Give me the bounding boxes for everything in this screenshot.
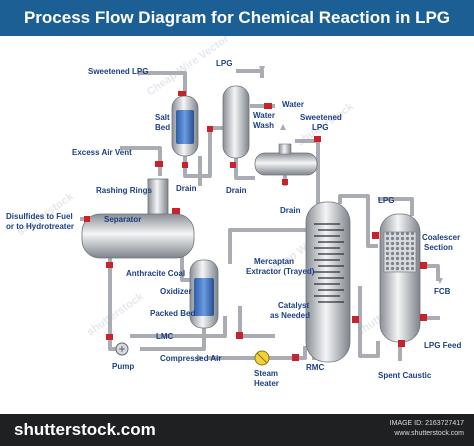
label-drain-1: Drain xyxy=(176,184,197,193)
pipe-compressed-air xyxy=(207,346,307,360)
pipe-salt-to-wash xyxy=(183,126,228,178)
label-anthracite-coal: Anthracite Coal xyxy=(126,269,185,278)
label-coalescer-2: Section xyxy=(424,243,453,252)
label-lpg-feed: LPG Feed xyxy=(424,341,461,350)
valve xyxy=(106,262,113,268)
pipe-sweetened-lpg xyxy=(140,71,187,96)
label-rmc: RMC xyxy=(306,363,324,372)
pipe-lpg-top xyxy=(236,69,264,78)
label-oxidizer: Oxidizer xyxy=(160,287,192,296)
salt-bed-vessel xyxy=(171,95,199,157)
valve xyxy=(282,179,288,185)
pipe-lmc xyxy=(130,316,227,338)
label-lmc: LMC xyxy=(156,332,174,341)
image-id: IMAGE ID: 2163727417 xyxy=(389,420,464,427)
label-disulfides-2: or to Hydrotreater xyxy=(6,222,74,231)
label-spent-caustic: Spent Caustic xyxy=(378,371,432,380)
label-water-wash-2: Wash xyxy=(253,121,274,130)
coalescer-vessel xyxy=(379,213,421,343)
label-salt: Salt xyxy=(155,113,170,122)
label-excess-air-vent: Excess Air Vent xyxy=(72,148,132,157)
label-water: Water xyxy=(282,100,304,109)
pump-symbol xyxy=(115,342,129,356)
label-sweetened-lpg-2b: LPG xyxy=(312,123,328,132)
valve xyxy=(182,162,188,168)
pipe-spent-caustic xyxy=(358,286,380,358)
separator-vessel xyxy=(81,178,195,259)
valve xyxy=(172,208,180,214)
valve xyxy=(352,316,359,323)
steam-heater-symbol xyxy=(254,350,270,366)
valve xyxy=(314,136,321,142)
label-steam-heater-2: Heater xyxy=(254,379,279,388)
water-wash-vessel xyxy=(222,85,250,159)
oxidizer-vessel xyxy=(189,259,219,329)
valves xyxy=(84,91,427,361)
pipe-lpg-right xyxy=(378,197,414,216)
pipe-wash-to-sweetened xyxy=(234,156,255,180)
image-meta: IMAGE ID: 2163727417 www.shutterstock.co… xyxy=(390,419,464,439)
label-sweetened-lpg: Sweetened LPG xyxy=(88,67,148,76)
label-fcb: FCB xyxy=(434,287,451,296)
label-catalyst-1: Catalyst xyxy=(278,301,309,310)
label-disulfides-1: Disulfides to Fuel xyxy=(6,212,73,221)
pipe-sweetened-lpg-link xyxy=(295,139,320,212)
valve xyxy=(178,91,186,96)
page-title: Process Flow Diagram for Chemical Reacti… xyxy=(0,0,474,36)
pipe-oxidizer-to-extractor xyxy=(228,228,322,264)
valve xyxy=(372,232,379,239)
extractor-trays xyxy=(314,223,344,303)
valve xyxy=(398,340,405,347)
mercaptan-extractor-column xyxy=(305,201,351,363)
label-mercaptan-1: Mercaptan xyxy=(254,257,294,266)
watermark-text: shutterstock xyxy=(85,290,147,338)
shutterstock-logo: shutterstock.com xyxy=(14,420,156,439)
label-lpg-top: LPG xyxy=(216,59,232,68)
valve xyxy=(264,103,272,109)
label-steam-heater-1: Steam xyxy=(254,369,278,378)
flow-arrows xyxy=(138,66,443,362)
label-drain-2: Drain xyxy=(226,186,247,195)
footer-bar: shutterstock.com IMAGE ID: 2163727417 ww… xyxy=(0,414,474,446)
pipe-extractor-to-coalescer xyxy=(338,194,378,248)
label-sweetened-lpg-2a: Sweetened xyxy=(300,113,342,122)
valve xyxy=(230,162,236,168)
valve xyxy=(84,216,90,222)
label-rashing-rings: Rashing Rings xyxy=(96,186,153,195)
label-pump: Pump xyxy=(112,362,134,371)
site-url: www.shutterstock.com xyxy=(394,430,464,437)
valve xyxy=(420,262,427,269)
pipe-pump-to-oxidizer xyxy=(140,323,206,351)
label-mercaptan-2: Extractor (Trayed) xyxy=(246,267,315,276)
valve xyxy=(155,161,163,167)
process-flow-diagram: Cheap Wire Vector shutterstock shutterst… xyxy=(6,36,461,388)
valve xyxy=(106,334,113,340)
label-lpg-right: LPG xyxy=(378,196,394,205)
valve xyxy=(292,354,299,361)
label-coalescer-1: Coalescer xyxy=(422,233,460,242)
valve xyxy=(420,314,427,321)
label-bed: Bed xyxy=(155,123,170,132)
label-water-wash-1: Water xyxy=(253,111,275,120)
valve xyxy=(236,332,243,339)
label-catalyst-2: as Needed xyxy=(270,311,310,320)
label-separator: Separator xyxy=(104,215,141,224)
sweetened-lpg-drum xyxy=(254,143,318,176)
label-packed-bed: Packed Bed xyxy=(150,309,195,318)
valve xyxy=(207,126,213,132)
diagram-labels: Sweetened LPG LPG Water Salt Bed Water W… xyxy=(6,59,461,388)
pipe-excess-air xyxy=(120,146,162,176)
label-drain-3: Drain xyxy=(280,206,301,215)
label-compressed-air: Compressed Air xyxy=(160,354,222,363)
